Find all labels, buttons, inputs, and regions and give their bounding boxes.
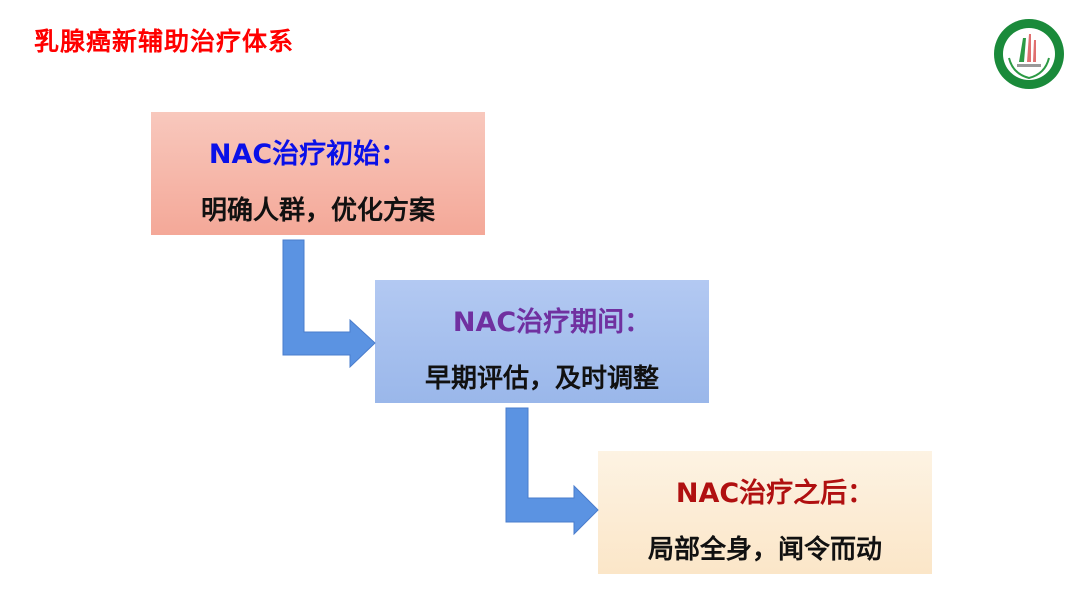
step-detail: 早期评估，及时调整 (424, 364, 659, 394)
step-heading: NAC治疗之后： (675, 478, 875, 509)
slide-title: 乳腺癌新辅助治疗体系 (34, 27, 295, 56)
step-heading: NAC治疗初始： (208, 139, 408, 170)
step-detail: 局部全身，闻令而动 (647, 535, 882, 565)
bent-arrow-icon (505, 407, 599, 536)
step-detail: 明确人群，优化方案 (200, 196, 435, 226)
step-box-during: NAC治疗期间： 早期评估，及时调整 (375, 280, 709, 403)
step-box-initial: NAC治疗初始： 明确人群，优化方案 (151, 112, 485, 235)
step-box-after: NAC治疗之后： 局部全身，闻令而动 (598, 451, 932, 574)
step-heading: NAC治疗期间： (452, 307, 652, 338)
hospital-logo (994, 19, 1064, 89)
bent-arrow-icon (282, 239, 376, 369)
